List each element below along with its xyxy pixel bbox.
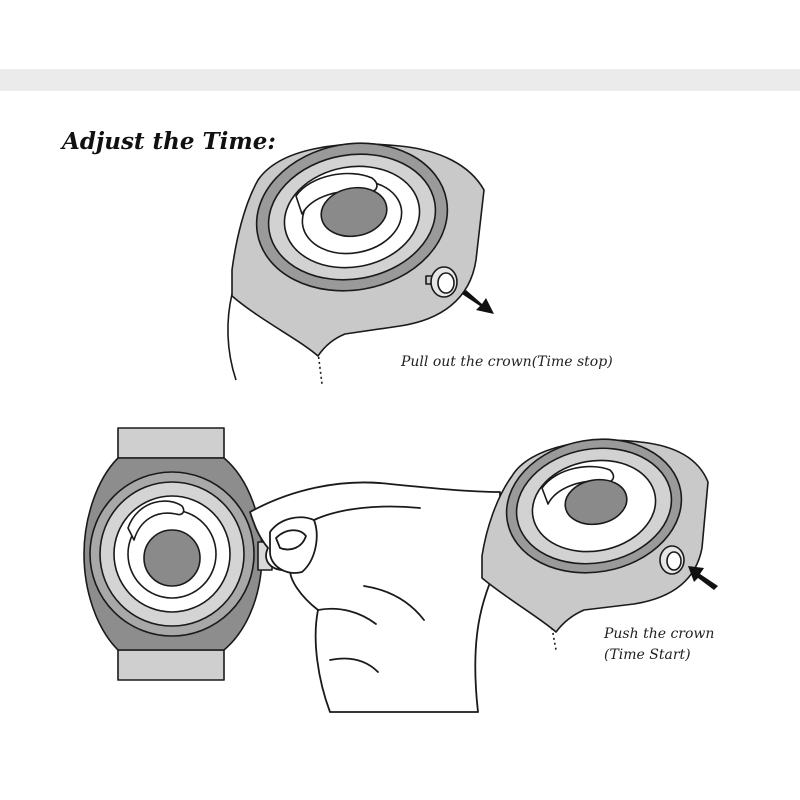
thumb-nail bbox=[275, 529, 307, 551]
index-finger-line bbox=[313, 505, 421, 521]
watch-side-view-push bbox=[481, 438, 709, 651]
dial-arc-hand bbox=[295, 172, 378, 215]
step1-caption: Pull out the crown(Time stop) bbox=[401, 354, 613, 370]
finger-crease-3 bbox=[329, 657, 379, 673]
strap-top bbox=[117, 427, 225, 459]
top-divider-band bbox=[0, 69, 800, 91]
strap-bottom bbox=[117, 649, 225, 681]
page-title: Adjust the Time: bbox=[62, 128, 276, 155]
dial-front-center-disc bbox=[143, 529, 201, 587]
hand-outline bbox=[249, 481, 501, 713]
arrow-push-icon bbox=[688, 566, 718, 590]
hand-illustration bbox=[249, 481, 501, 713]
arrow-pull-icon bbox=[462, 290, 494, 314]
dial-front-arc-hand bbox=[127, 500, 185, 541]
step2-caption-line2: (Time Start) bbox=[604, 647, 691, 663]
watch-front-view bbox=[83, 427, 273, 681]
dial-center-disc bbox=[320, 186, 388, 238]
watch-side-view-pull bbox=[227, 142, 485, 385]
dial-center-disc-2 bbox=[564, 478, 628, 526]
finger-crease-1 bbox=[317, 607, 377, 625]
strap-lower bbox=[317, 351, 323, 385]
finger-crease-2 bbox=[363, 585, 425, 621]
wrist-outline bbox=[227, 293, 237, 381]
dial-arc-hand-2 bbox=[541, 465, 615, 505]
step2-caption-line1: Push the crown bbox=[604, 626, 715, 642]
strap-lower-2 bbox=[551, 627, 557, 651]
